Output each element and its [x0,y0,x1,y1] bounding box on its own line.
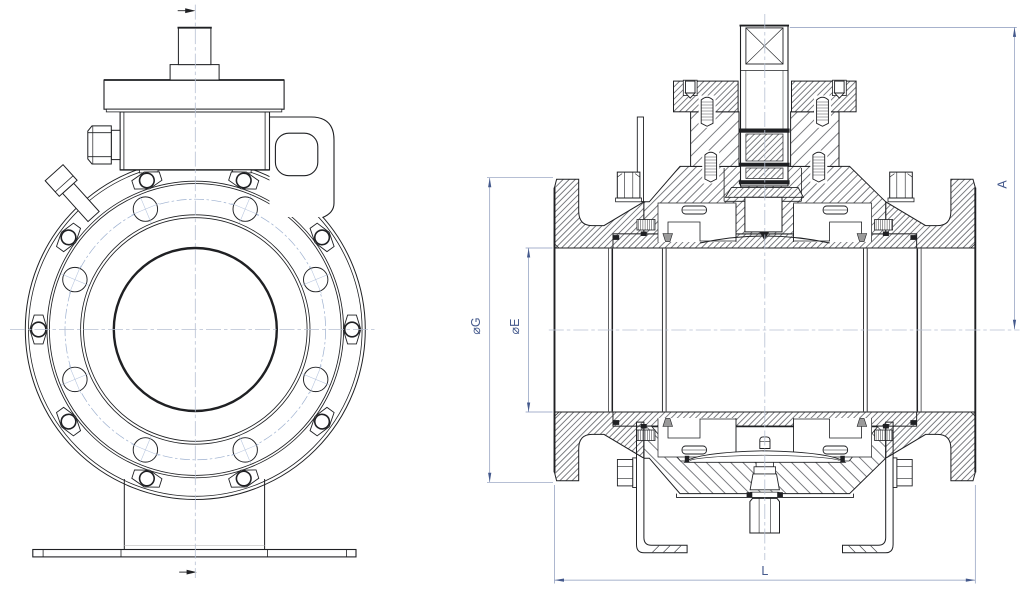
svg-text:⌀G: ⌀G [469,317,483,334]
svg-text:⌀E: ⌀E [508,319,522,335]
svg-text:A: A [996,180,1010,189]
svg-text:L: L [761,564,768,578]
